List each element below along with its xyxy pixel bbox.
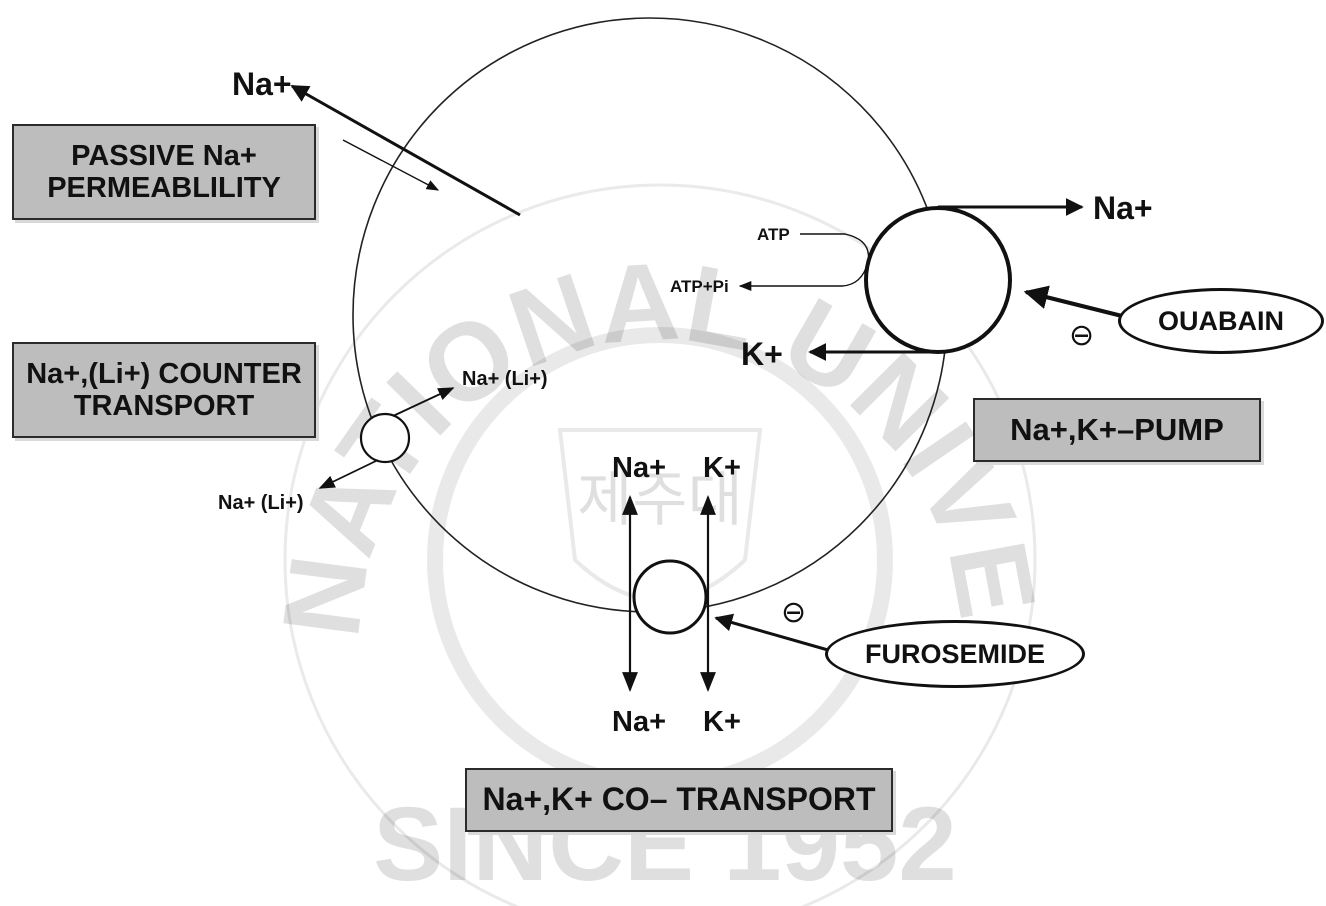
passive-na-out-label: Na+ xyxy=(232,66,292,103)
furosemide-oval: FUROSEMIDE xyxy=(825,620,1085,688)
passive-box-line1: PASSIVE Na+ xyxy=(47,140,281,172)
cotransport-k-bottom-label: K+ xyxy=(703,706,741,739)
atp-product-label: ATP+Pi xyxy=(670,277,729,297)
furosemide-inhibition-arrow xyxy=(716,618,835,652)
counter-box-line2: TRANSPORT xyxy=(26,390,302,422)
passive-na-efflux-arrow xyxy=(292,86,520,215)
counter-in-arrow xyxy=(393,388,453,416)
cotransport-k-top-label: K+ xyxy=(703,452,741,485)
pump-box-label: Na+,K+–PUMP xyxy=(1010,413,1224,448)
passive-box-line2: PERMEABLILITY xyxy=(47,172,281,204)
furosemide-minus-symbol: ⊖ xyxy=(781,595,806,630)
counter-in-label: Na+ (Li+) xyxy=(462,368,548,391)
cell-membrane xyxy=(353,18,947,612)
ouabain-minus-symbol: ⊖ xyxy=(1069,318,1094,353)
na-k-pump-carrier xyxy=(866,208,1010,352)
na-k-pump-box: Na+,K+–PUMP xyxy=(973,398,1261,462)
furosemide-label: FUROSEMIDE xyxy=(865,639,1045,670)
atp-label: ATP xyxy=(757,225,790,245)
ouabain-oval: OUABAIN xyxy=(1118,288,1324,354)
counter-out-arrow xyxy=(320,460,378,488)
passive-permeability-box: PASSIVE Na+ PERMEABLILITY xyxy=(12,124,316,220)
pump-k-in-label: K+ xyxy=(741,336,783,373)
passive-na-influx-arrow xyxy=(343,140,438,190)
co-transport-carrier xyxy=(634,561,706,633)
co-transport-box: Na+,K+ CO– TRANSPORT xyxy=(465,768,893,832)
ouabain-label: OUABAIN xyxy=(1158,306,1284,337)
pump-na-out-label: Na+ xyxy=(1093,190,1153,227)
counter-out-label: Na+ (Li+) xyxy=(218,492,304,515)
cotransport-na-top-label: Na+ xyxy=(612,452,666,485)
counter-transport-carrier xyxy=(361,414,409,462)
counter-box-line1: Na+,(Li+) COUNTER xyxy=(26,358,302,390)
cotransport-box-label: Na+,K+ CO– TRANSPORT xyxy=(483,782,876,818)
counter-transport-box: Na+,(Li+) COUNTER TRANSPORT xyxy=(12,342,316,438)
ouabain-inhibition-arrow xyxy=(1026,292,1122,316)
cotransport-na-bottom-label: Na+ xyxy=(612,706,666,739)
